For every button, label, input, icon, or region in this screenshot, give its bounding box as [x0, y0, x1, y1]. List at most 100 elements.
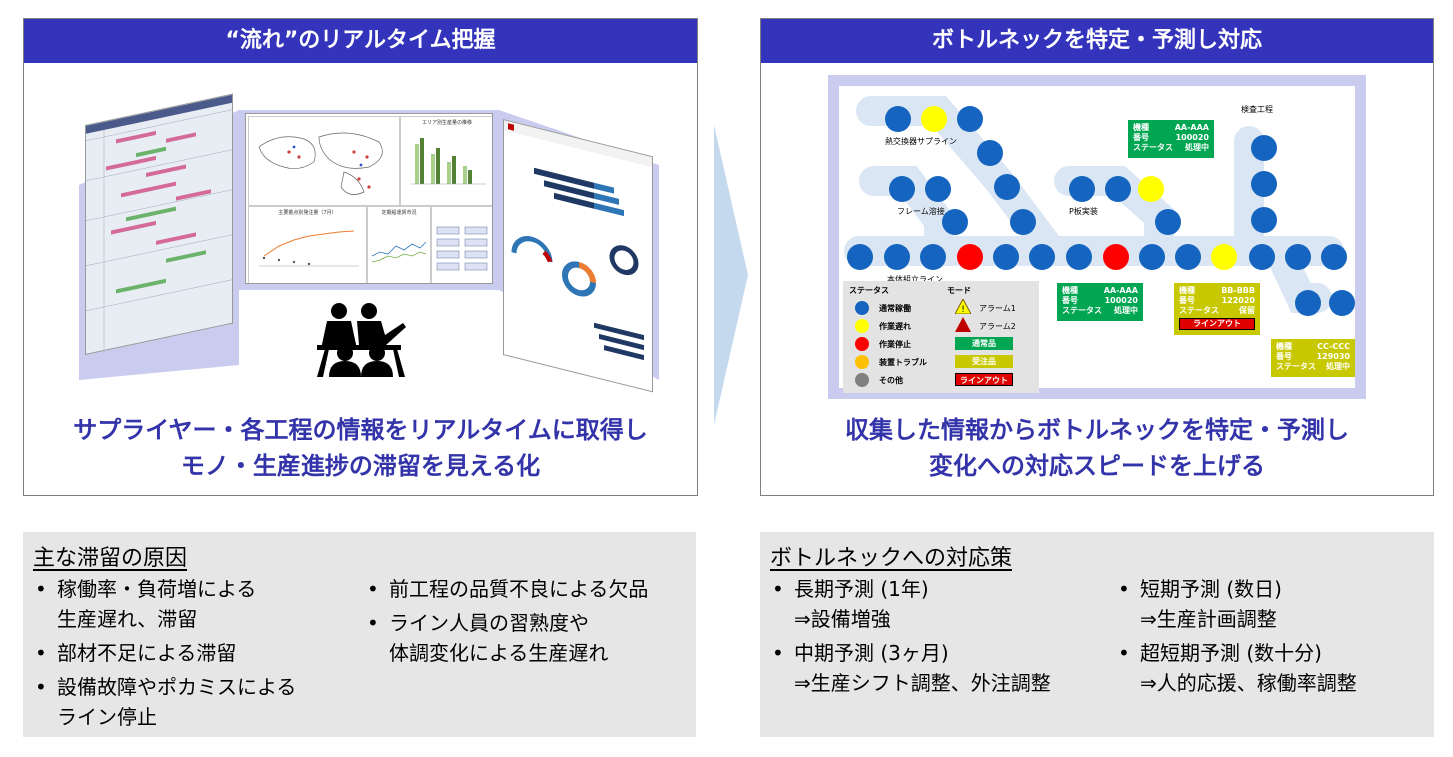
- realtime-panel: “流れ”のリアルタイム把握: [23, 18, 698, 496]
- status-node: [1329, 290, 1355, 316]
- trouble-status-swatch: [855, 355, 869, 369]
- status-node: [1105, 176, 1131, 202]
- pcb-line-label: P板実装: [1069, 207, 1098, 216]
- normal-status-swatch: [855, 301, 869, 315]
- alarm1-label: アラーム1: [979, 304, 1016, 313]
- realtime-caption-line1: サプライヤー・各工程の情報をリアルタイムに取得し: [73, 416, 648, 444]
- status-key: ステータス: [1179, 306, 1219, 315]
- list-item-line: ライン停止: [57, 705, 157, 729]
- supplier-order-title: 主要拠点別発注量（7月）: [278, 210, 337, 216]
- list-item: •ライン人員の習熟度や体調変化による生産遅れ: [361, 608, 696, 668]
- realtime-caption-line2: モノ・生産進捗の滞留を見える化: [180, 452, 541, 480]
- number-key: 番号: [1133, 133, 1149, 142]
- status-value: 処理中: [1114, 306, 1138, 315]
- status-node: [1321, 244, 1347, 270]
- center-monitor-screen: エリア別生産量の推移 主要拠点別発注量（7月） 定期船運賃市況: [245, 113, 493, 284]
- bullet: •: [35, 641, 47, 665]
- list-item-line: 体調変化による生産遅れ: [389, 641, 609, 665]
- list-item-line: ⇒設備増強: [794, 607, 891, 631]
- lineout-badge: ラインアウト: [1179, 318, 1255, 330]
- status-node-delay: [921, 106, 947, 132]
- measures-right-list: •短期予測 (数日)⇒生産計画調整 •超短期予測 (数十分)⇒人的応援、稼働率調…: [1112, 574, 1432, 702]
- delay-status-swatch: [855, 319, 869, 333]
- svg-text:!: !: [961, 305, 965, 314]
- delay-status-label: 作業遅れ: [879, 322, 911, 331]
- status-node: [889, 176, 915, 202]
- status-node: [920, 244, 946, 270]
- status-legend-title: ステータス: [849, 286, 889, 295]
- status-node: [847, 244, 873, 270]
- bullet: •: [35, 577, 47, 601]
- measures-left-list: •長期予測 (1年)⇒設備増強 •中期予測 (3ヶ月)⇒生産シフト調整、外注調整: [766, 574, 1106, 702]
- status-node-delay: [1138, 176, 1164, 202]
- standard-item-badge: 通常品: [955, 337, 1013, 350]
- bullet: •: [1118, 641, 1130, 665]
- list-item-line: 稼働率・負荷増による: [57, 577, 257, 601]
- list-item: •部材不足による滞留: [29, 638, 349, 668]
- list-item-line: 設備故障やポカミスによる: [57, 675, 297, 699]
- status-node: [1175, 244, 1201, 270]
- causes-section: 主な滞留の原因 • 稼働率・負荷増による生産遅れ、滞留 •部材不足による滞留 • 設…: [23, 532, 696, 737]
- other-status-swatch: [855, 373, 869, 387]
- bullet: •: [772, 641, 784, 665]
- model-key: 機種: [1133, 123, 1149, 132]
- trouble-status-label: 装置トラブル: [879, 358, 927, 367]
- mode-legend-title: モード: [947, 286, 971, 295]
- bullet: •: [35, 675, 47, 699]
- other-status-label: その他: [879, 376, 903, 385]
- status-node: [925, 176, 951, 202]
- status-node-delay: [1211, 244, 1237, 270]
- status-node: [1139, 244, 1165, 270]
- model-value: AA-AAA: [1174, 123, 1209, 132]
- status-node: [1066, 244, 1092, 270]
- status-node: [1069, 176, 1095, 202]
- status-value: 処理中: [1326, 362, 1350, 371]
- gantt-graphic: [86, 94, 233, 353]
- number-value: 100020: [1104, 296, 1138, 305]
- list-item: •超短期予測 (数十分)⇒人的応援、稼働率調整: [1112, 638, 1432, 698]
- dashboard-illustration: エリア別生産量の推移 主要拠点別発注量（7月） 定期船運賃市況: [79, 93, 659, 393]
- freight-market-panel: 定期船運賃市況: [367, 206, 431, 283]
- status-value: 保留: [1239, 306, 1255, 315]
- status-node: [1010, 209, 1036, 235]
- status-key: ステータス: [1133, 143, 1173, 152]
- lineout-legend-badge: ラインアウト: [955, 373, 1013, 386]
- bottleneck-caption-line1: 収集した情報からボトルネックを特定・予測し: [845, 416, 1349, 444]
- list-item-line: 超短期予測 (数十分): [1140, 641, 1322, 665]
- status-legend: ステータス モード 通常稼働 作業遅れ 作業停止 装置トラブル その他 ! アラ…: [843, 281, 1039, 393]
- bottleneck-panel: ボトルネックを特定・予測し対応: [760, 18, 1434, 496]
- bullet: •: [1118, 577, 1130, 601]
- list-item: •短期予測 (数日)⇒生産計画調整: [1112, 574, 1432, 634]
- freight-line-graphic: [371, 241, 427, 263]
- analytics-graphic: [504, 120, 653, 361]
- button-grid-graphic: [436, 226, 488, 271]
- list-item-line: 生産遅れ、滞留: [57, 607, 198, 631]
- status-node: [1295, 290, 1321, 316]
- number-key: 番号: [1179, 296, 1195, 305]
- supplier-order-panel: 主要拠点別発注量（7月）: [248, 206, 367, 283]
- status-key: ステータス: [1062, 306, 1102, 315]
- alarm2-warning-icon: [955, 317, 971, 332]
- inspection-line-label: 検査工程: [1241, 105, 1273, 114]
- causes-left-list: • 稼働率・負荷増による生産遅れ、滞留 •部材不足による滞留 • 設備故障やポカミス…: [29, 574, 349, 736]
- list-item-line: 長期予測 (1年): [794, 577, 929, 601]
- status-node: [977, 140, 1003, 166]
- model-value: BB-BBB: [1221, 286, 1255, 295]
- area-production-title: エリア別生産量の推移: [421, 120, 472, 126]
- main-assembly-line-label: 本体組立ライン: [887, 275, 943, 284]
- list-item-line: 中期予測 (3ヶ月): [794, 641, 949, 665]
- model-key: 機種: [1062, 286, 1078, 295]
- bottleneck-panel-header: ボトルネックを特定・予測し対応: [761, 19, 1433, 63]
- number-value: 129030: [1316, 352, 1350, 361]
- causes-title: 主な滞留の原因: [33, 546, 188, 571]
- status-value: 処理中: [1185, 143, 1209, 152]
- area-production-panel: エリア別生産量の推移: [400, 116, 492, 206]
- status-node: [942, 209, 968, 235]
- model-value: CC-CCC: [1317, 342, 1350, 351]
- realtime-panel-header: “流れ”のリアルタイム把握: [24, 19, 697, 63]
- status-node: [1251, 135, 1277, 161]
- number-key: 番号: [1062, 296, 1078, 305]
- order-line-graphic: [259, 230, 359, 267]
